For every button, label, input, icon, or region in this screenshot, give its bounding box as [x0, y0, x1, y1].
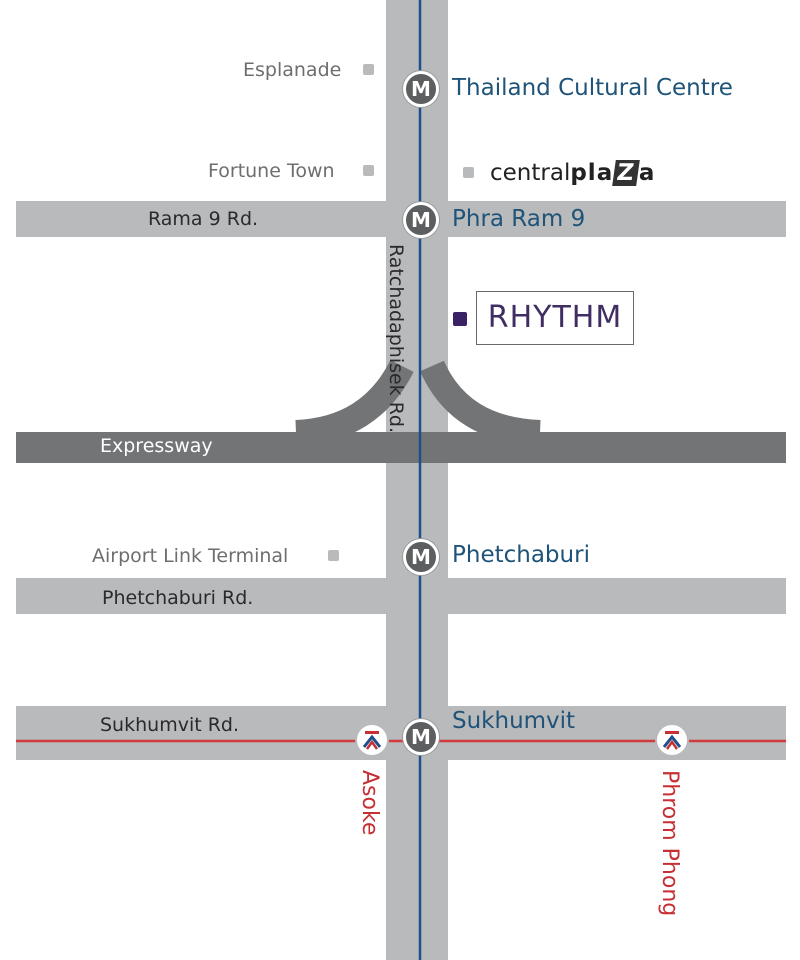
- ratchadaphisek-road-label: Ratchadaphisek Rd.: [385, 244, 407, 434]
- expressway-label: Expressway: [100, 435, 213, 457]
- centralplaza-part-a: a: [638, 160, 656, 186]
- ratchadaphisek-road: [386, 0, 448, 960]
- landmark-label-fortune-town: Fortune Town: [208, 160, 335, 182]
- landmark-label-esplanade: Esplanade: [243, 59, 342, 81]
- bts-station-icon: [655, 723, 689, 757]
- landmark-square-icon: [363, 64, 374, 75]
- centralplaza-part-z: Z: [612, 160, 640, 186]
- expressway-ramp-left: [295, 359, 414, 446]
- phetchaburi-road-label: Phetchaburi Rd.: [102, 587, 254, 609]
- mrt-station-icon: M: [403, 202, 439, 238]
- landmark-square-icon: [463, 167, 474, 178]
- landmark-square-icon: [328, 550, 339, 561]
- bts-logo-svg: [662, 731, 682, 750]
- mrt-station-icon: M: [403, 71, 439, 107]
- destination-label-rhythm: RHYTHM: [476, 291, 634, 345]
- bts-label-asoke: Asoke: [357, 770, 382, 836]
- centralplaza-logo: centralplaZa: [490, 160, 655, 186]
- destination-marker-icon: [453, 312, 467, 326]
- bts-logo-svg: [362, 731, 382, 750]
- sukhumvit-road-label: Sukhumvit Rd.: [100, 714, 240, 736]
- bts-label-phrom-phong: Phrom Phong: [657, 770, 682, 917]
- station-label-thailand-cultural-centre: Thailand Cultural Centre: [452, 75, 733, 101]
- mrt-station-icon: M: [403, 539, 439, 575]
- centralplaza-part-pla: pla: [570, 160, 614, 186]
- rama9-road-label: Rama 9 Rd.: [148, 208, 259, 230]
- centralplaza-part-central: central: [490, 160, 571, 186]
- station-label-phetchaburi: Phetchaburi: [452, 542, 590, 568]
- expressway-road: [16, 432, 786, 463]
- landmark-square-icon: [363, 165, 374, 176]
- landmark-label-airport-link: Airport Link Terminal: [92, 545, 289, 567]
- expressway-ramp-right: [420, 360, 541, 446]
- mrt-station-icon: M: [403, 719, 439, 755]
- station-label-sukhumvit: Sukhumvit: [452, 708, 576, 734]
- station-label-phra-ram-9: Phra Ram 9: [452, 206, 586, 232]
- bts-station-icon: [355, 723, 389, 757]
